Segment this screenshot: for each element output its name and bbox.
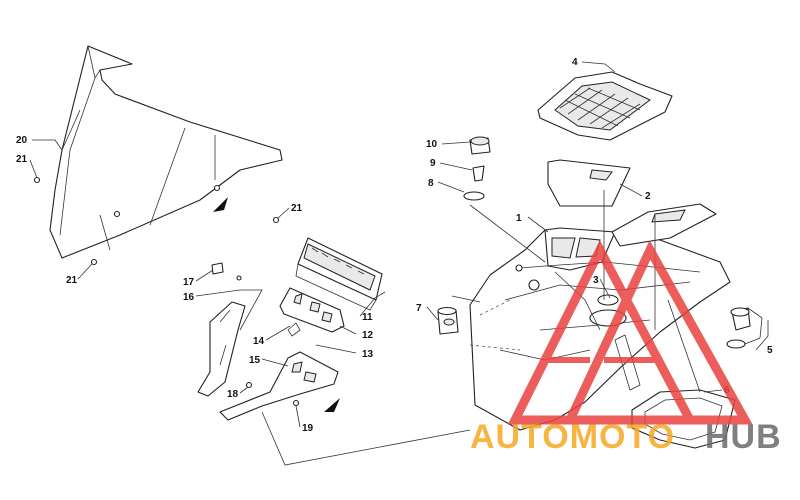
switch (437, 306, 459, 335)
callout-8: 8 (428, 178, 434, 189)
callout-18: 18 (227, 389, 239, 400)
callout-21-bottom: 21 (66, 275, 78, 286)
callout-1: 1 (516, 213, 522, 224)
key-switch-set (463, 136, 491, 201)
triangle-logo-icon (507, 240, 753, 425)
side-panel-lower (611, 203, 717, 247)
callout-11: 11 (362, 312, 373, 323)
callout-14: 14 (253, 336, 265, 347)
callout-15: 15 (249, 355, 261, 366)
side-panel-upper (547, 159, 631, 207)
leader-lines (29, 61, 769, 466)
callout-17: 17 (183, 277, 195, 288)
callout-10: 10 (426, 139, 438, 150)
callout-21-top: 21 (16, 154, 28, 165)
lamp-assembly (726, 307, 763, 349)
lower-bracket (219, 322, 339, 421)
grille-mesh (537, 71, 673, 141)
callout-13: 13 (362, 349, 374, 360)
callout-2: 2 (645, 191, 651, 202)
callout-9: 9 (430, 158, 436, 169)
instrument-gauge (295, 237, 383, 311)
callout-19: 19 (302, 423, 314, 434)
direction-arrow (213, 197, 228, 212)
watermark-text-gray: HUB (705, 418, 782, 456)
callout-4: 4 (572, 57, 578, 68)
mount-bracket (197, 262, 246, 397)
callout-7: 7 (416, 303, 422, 314)
direction-arrow-lower (324, 398, 340, 412)
watermark-logo: AUTOMOTO HUB (470, 240, 782, 456)
callout-21-right: 21 (291, 203, 303, 214)
gauge-bracket (279, 287, 345, 333)
callout-labels: 20 21 21 21 1 2 3 4 5 6 7 8 9 10 11 12 1… (16, 57, 773, 434)
callout-16: 16 (183, 292, 195, 303)
callout-12: 12 (362, 330, 374, 341)
windshield (33, 45, 283, 266)
callout-20: 20 (16, 135, 28, 146)
watermark-text-orange: AUTOMOTO (470, 418, 675, 456)
callout-3: 3 (593, 275, 599, 286)
callout-5: 5 (767, 345, 773, 356)
